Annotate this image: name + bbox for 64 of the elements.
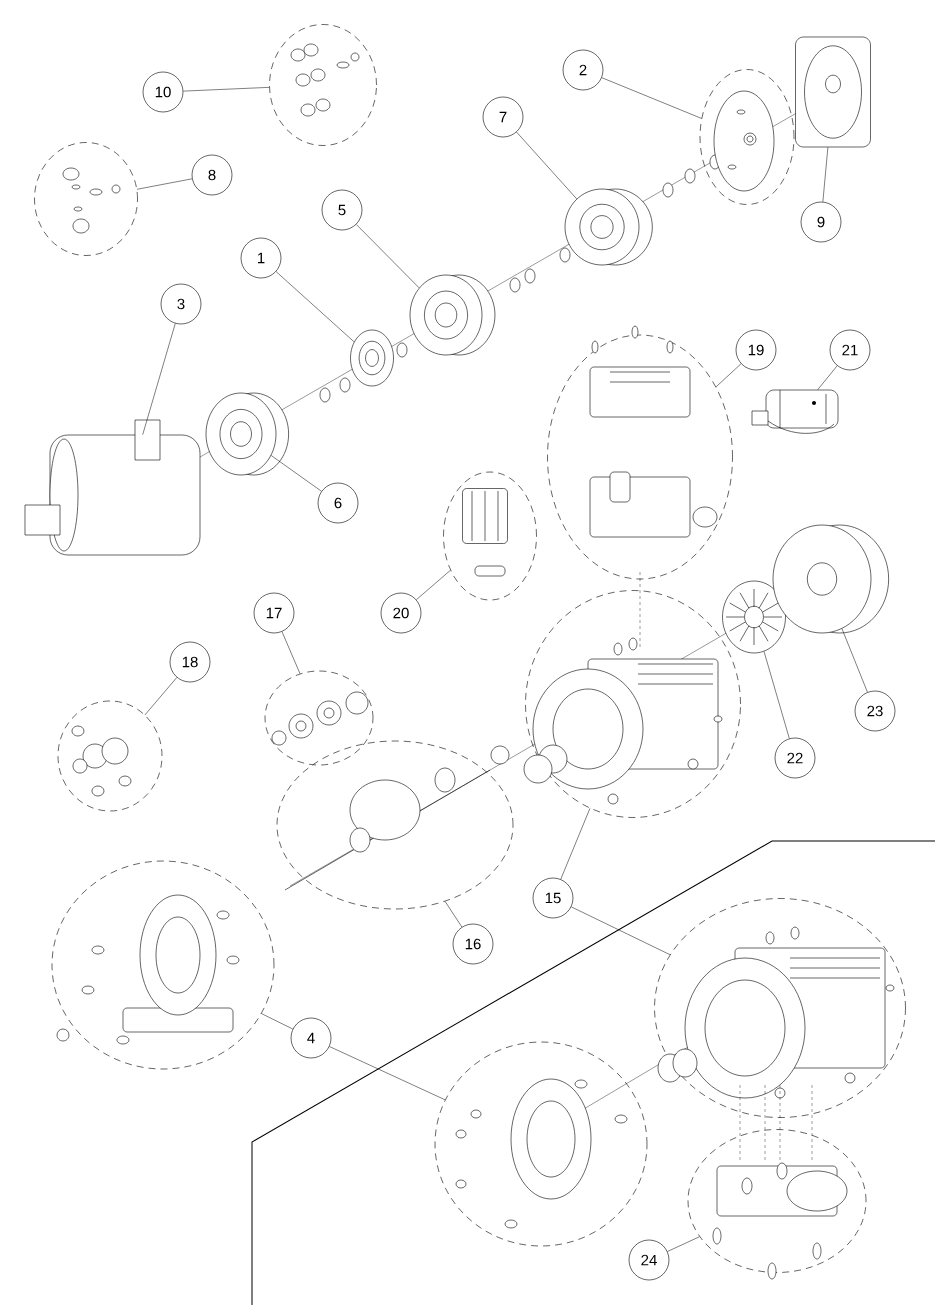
dashed-group-outline xyxy=(269,24,377,146)
dashed-group-outline xyxy=(57,700,163,812)
leader-line xyxy=(356,224,420,289)
dashed-group-outline xyxy=(699,69,795,205)
fan-cover-drawing xyxy=(772,524,889,634)
leader-line xyxy=(516,131,577,200)
callout-number: 3 xyxy=(160,283,202,325)
dashed-group-outline xyxy=(276,740,514,910)
impeller-drawing xyxy=(564,188,653,266)
leader-line xyxy=(183,87,270,92)
callout-number: 24 xyxy=(628,1239,670,1281)
callout-number: 20 xyxy=(380,592,422,634)
callout-number: 6 xyxy=(317,482,359,524)
flange-drawing xyxy=(795,36,871,148)
callout-number: 8 xyxy=(191,154,233,196)
leader-line xyxy=(444,901,463,928)
callout-number: 5 xyxy=(321,189,363,231)
leader-line xyxy=(571,906,671,955)
dashed-group-outline xyxy=(34,142,138,256)
dashed-group-outline xyxy=(654,898,906,1118)
leader-line xyxy=(601,77,702,119)
leader-line xyxy=(270,455,322,492)
callout-number: 18 xyxy=(169,641,211,683)
dashed-group-outline xyxy=(434,1041,648,1247)
diffuser-drawing xyxy=(350,329,394,387)
leader-line xyxy=(136,178,193,190)
leader-line xyxy=(275,271,355,343)
callout-number: 2 xyxy=(562,49,604,91)
callout-number: 17 xyxy=(253,592,295,634)
leader-line xyxy=(144,677,178,716)
leader-line xyxy=(560,808,591,880)
fan-drawing xyxy=(722,580,786,654)
leader-line xyxy=(715,363,742,388)
callout-number: 9 xyxy=(800,201,842,243)
callout-number: 19 xyxy=(735,329,777,371)
callout-number: 4 xyxy=(290,1017,332,1059)
leader-line xyxy=(822,147,829,203)
callout-number: 22 xyxy=(774,737,816,779)
leader-line xyxy=(667,1236,700,1252)
callout-number: 7 xyxy=(482,96,524,138)
dashed-group-outline xyxy=(51,860,275,1070)
callout-number: 21 xyxy=(829,329,871,371)
callout-number: 23 xyxy=(854,690,896,732)
leader-line xyxy=(329,1046,446,1101)
leader-line xyxy=(763,651,790,739)
dashed-group-outline xyxy=(525,590,741,818)
dashed-group-outline xyxy=(443,471,537,601)
callout-number: 10 xyxy=(142,71,184,113)
callout-number: 15 xyxy=(532,877,574,919)
leader-line xyxy=(817,365,838,390)
dashed-group-outline xyxy=(264,670,374,766)
impeller-drawing xyxy=(409,274,496,356)
pump-casing-drawing xyxy=(24,419,201,556)
callout-number: 16 xyxy=(452,923,494,965)
capacitor-drawing xyxy=(751,389,839,434)
dashed-group-outline xyxy=(687,1129,867,1273)
leader-line xyxy=(841,628,868,693)
leader-line xyxy=(281,631,301,674)
callout-number: 1 xyxy=(240,237,282,279)
leader-line xyxy=(142,323,176,435)
leader-line xyxy=(261,1013,294,1030)
impeller-drawing xyxy=(205,392,289,476)
dashed-group-outline xyxy=(547,334,733,580)
leader-line xyxy=(416,570,451,600)
